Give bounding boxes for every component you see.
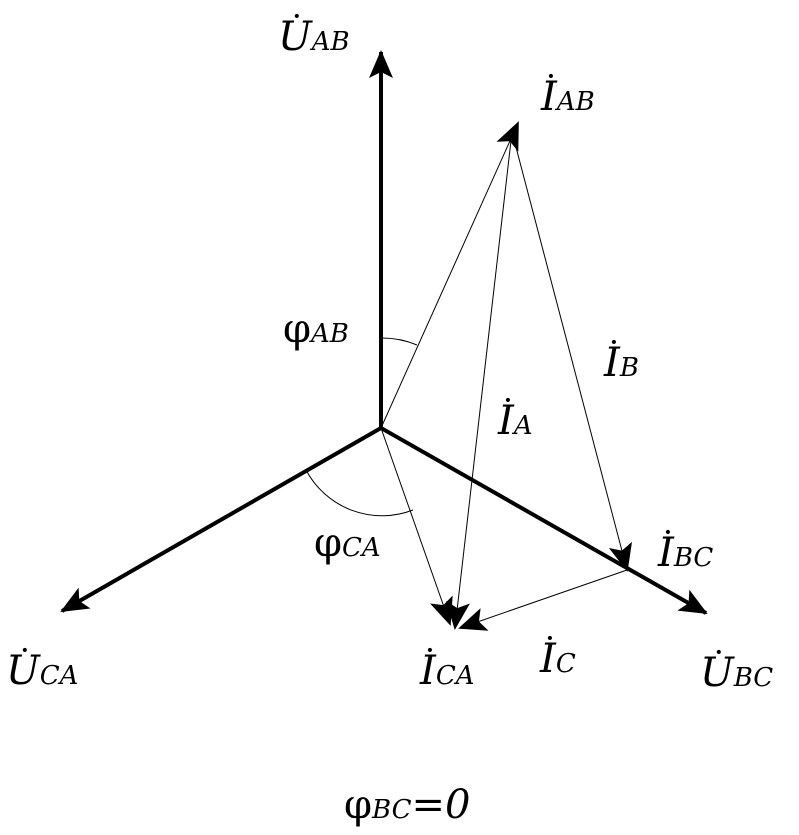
phi-ca-arc — [305, 469, 414, 517]
i-bc-label: ·IBC — [658, 513, 714, 576]
u-bc-label: ·UBC — [700, 633, 774, 696]
dot-accent: · — [713, 633, 724, 671]
u-ca-label: ·UCA — [6, 631, 79, 694]
phi-ab-label: φAB — [283, 306, 349, 352]
phi-ab-arc — [380, 337, 418, 346]
i-b-vector — [511, 131, 633, 572]
u-ca-vector — [60, 426, 382, 613]
i-ab-vector — [380, 121, 519, 429]
dot-accent: · — [291, 0, 302, 35]
dot-accent: · — [424, 631, 436, 669]
i-c-label: ·IC — [540, 619, 576, 682]
i-a-vector — [446, 131, 513, 630]
dot-accent: · — [608, 323, 620, 361]
dot-accent: · — [502, 381, 514, 419]
i-ca-label: ·ICA — [420, 631, 475, 694]
i-b-label: ·IB — [604, 323, 639, 386]
dot-accent: · — [662, 513, 674, 551]
phi-ca-label: φCA — [314, 520, 381, 566]
u-ab-label: ·UAB — [278, 0, 350, 60]
dot-accent: · — [19, 631, 30, 669]
i-c-vector — [458, 569, 628, 631]
dot-accent: · — [545, 57, 557, 95]
u-bc-vector — [380, 426, 708, 615]
phi-bc-equation: φBC=0 — [344, 782, 471, 828]
i-ab-label: ·IAB — [541, 57, 595, 120]
i-ca-vector — [380, 427, 453, 626]
dot-accent: · — [544, 619, 556, 657]
i-a-label: ·IA — [498, 381, 533, 444]
